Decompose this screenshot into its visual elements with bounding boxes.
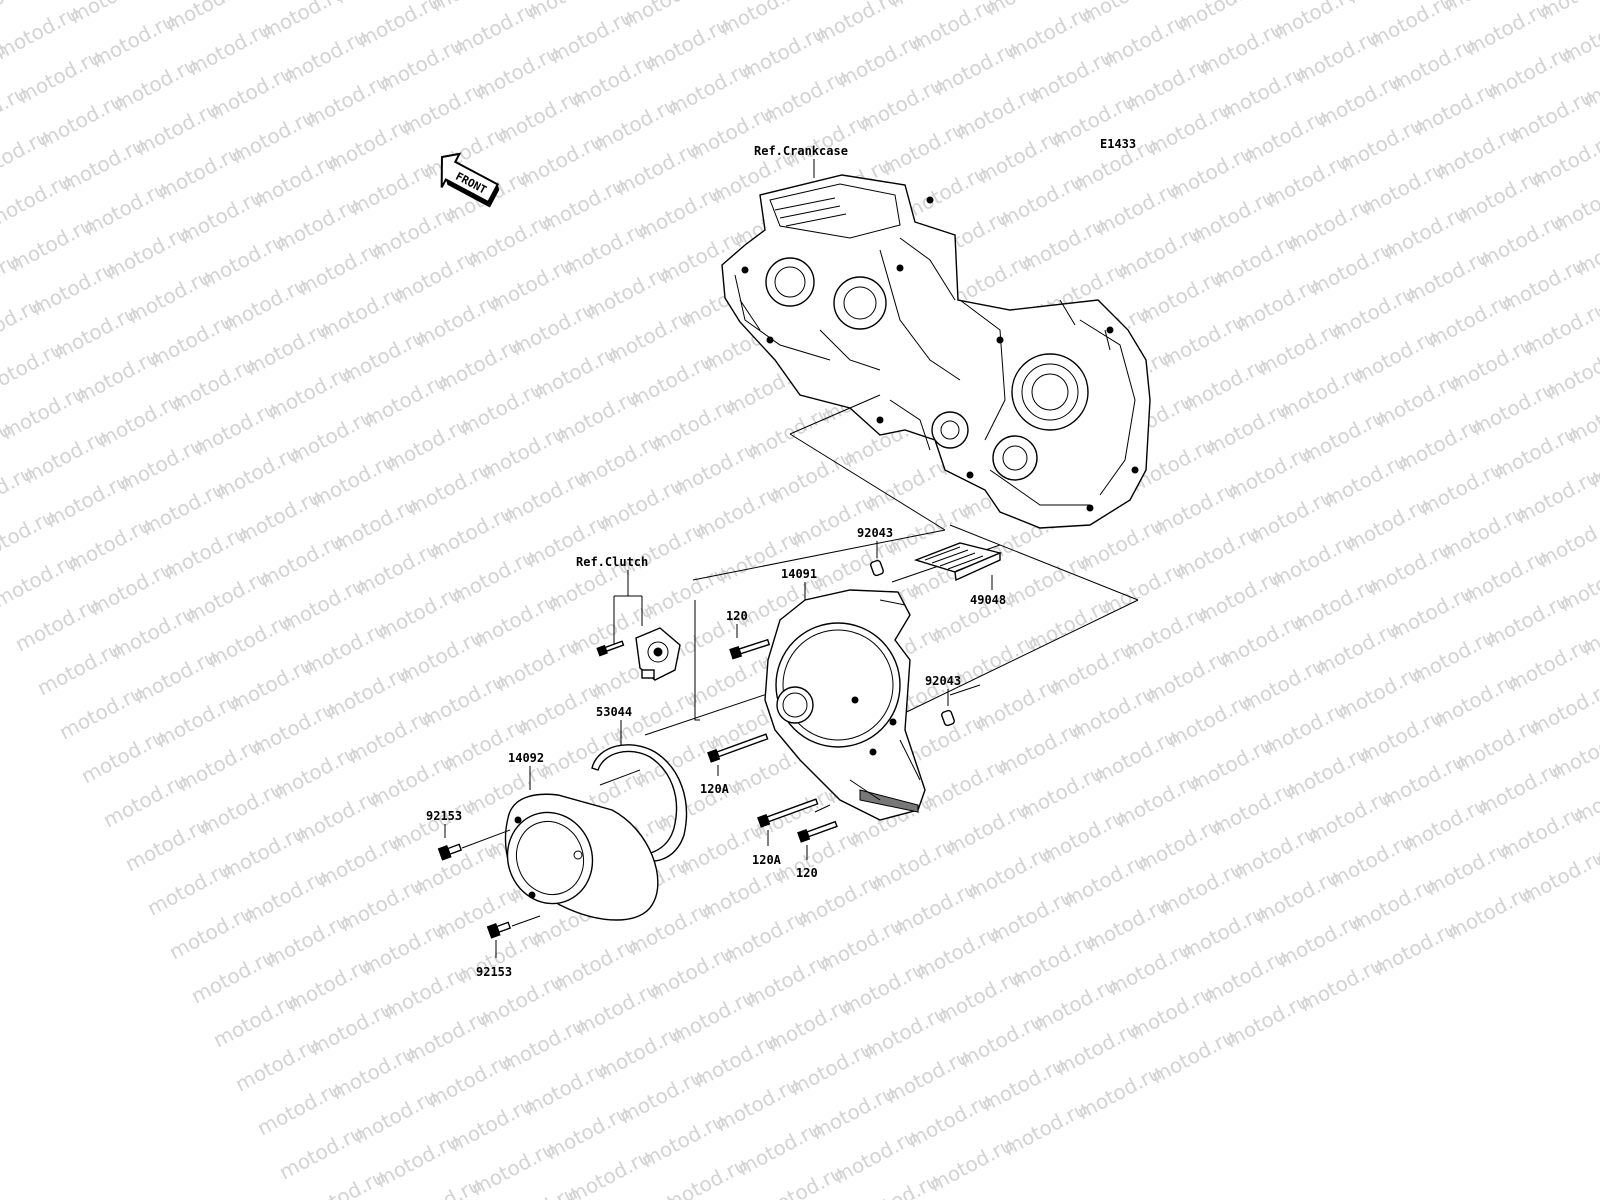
bolt-120-upper	[729, 638, 771, 660]
part-label-120A-lower[interactable]: 120A	[752, 853, 782, 867]
watermark-text: motod.ru	[1535, 0, 1600, 24]
watermark-text: motod.ru	[1527, 128, 1600, 192]
diagram-id: E1433	[1100, 137, 1136, 151]
part-label-92153-lower[interactable]: 92153	[476, 965, 512, 979]
crankcase-illustration	[721, 174, 1151, 529]
screw-92153-lower	[486, 921, 512, 939]
dowel-pin-upper	[870, 559, 884, 577]
front-arrow-icon: FRONT	[440, 152, 500, 208]
cover-plate-49048	[913, 542, 1003, 582]
part-label-120A-upper[interactable]: 120A	[700, 782, 730, 796]
part-label-53044[interactable]: 53044	[596, 705, 632, 719]
dowel-pin-lower	[941, 709, 955, 727]
inner-cover-14091	[764, 589, 926, 821]
ref-crankcase-label: Ref.Crankcase	[754, 144, 848, 158]
part-label-92153-upper[interactable]: 92153	[426, 809, 462, 823]
clutch-release-part	[635, 627, 681, 681]
watermark-text: motod.ru	[1533, 508, 1600, 572]
part-label-92043-upper[interactable]: 92043	[857, 526, 893, 540]
watermark-text: motod.ru	[1519, 296, 1600, 360]
part-label-14091[interactable]: 14091	[781, 567, 817, 581]
part-label-14092[interactable]: 14092	[508, 751, 544, 765]
ref-clutch-label: Ref.Clutch	[576, 555, 648, 569]
outer-cover-14092	[504, 793, 659, 921]
part-label-49048[interactable]: 49048	[970, 593, 1006, 607]
screw-92153-upper	[437, 843, 463, 861]
watermark-text: motod.ru	[1525, 676, 1600, 740]
clutch-bolt	[596, 640, 625, 657]
part-label-120-lower[interactable]: 120	[796, 866, 818, 880]
bolt-120A-lower	[757, 798, 819, 828]
watermark-text: motod.ru	[1517, 844, 1600, 908]
part-label-92043-lower[interactable]: 92043	[925, 674, 961, 688]
bolt-120-lower	[797, 820, 838, 843]
part-label-120-upper[interactable]: 120	[726, 609, 748, 623]
bolt-120A-upper	[707, 733, 769, 763]
